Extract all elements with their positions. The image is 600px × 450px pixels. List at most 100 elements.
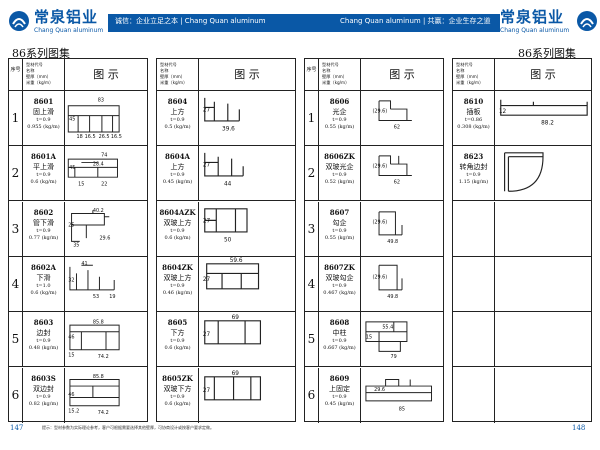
header-info-line: 型材代号 (322, 62, 339, 67)
profile-code: 8602 (33, 207, 54, 217)
unit-weight: 0.48 (kg/m) (28, 345, 59, 352)
profile-name: 双边封 (33, 384, 54, 393)
dimension-label: 16.5 (85, 134, 96, 140)
row-seq: 6 (9, 367, 23, 423)
profile-drawing: (29.6)62 (361, 91, 443, 145)
dimension-label: 35 (73, 242, 79, 248)
header-info-line: 型材代号 (26, 62, 43, 67)
profile-section-drawing: (29.6)49.8 (372, 264, 403, 300)
profile-info (453, 367, 495, 423)
profile-info (453, 201, 495, 256)
dimension-label: (29.6) (372, 108, 387, 114)
dimension-label: 39.6 (222, 127, 235, 133)
unit-weight: 0.46 (kg/m) (162, 289, 193, 296)
profile-code: 8603S (31, 373, 56, 383)
header-info: 型材代号名称壁厚（mm）米重（kg/m） (319, 59, 361, 91)
profile-code: 8623 (463, 152, 484, 162)
unit-weight: 0.55 (kg/m) (324, 234, 355, 241)
dimension-label: 15 (68, 352, 74, 358)
table-row (453, 312, 591, 368)
page-number-left: 147 (10, 424, 24, 432)
dimension-label: 12 (499, 109, 507, 115)
unit-weight: 0.82 (kg/m) (28, 400, 59, 407)
header-figure: 图 示 (93, 68, 119, 81)
dimension-label: 19 (109, 294, 115, 300)
company-logo-right: 常泉铝业 Chang Quan aluminum (500, 6, 597, 34)
header-info-line: 名称 (322, 68, 331, 73)
dimension-label: (29.6) (372, 219, 387, 225)
wall-thickness: t=0.9 (332, 117, 347, 123)
dimension-label: 28.4 (93, 162, 104, 168)
unit-weight: 0.55 (kg/m) (324, 124, 355, 130)
logo-text-en: Chang Quan aluminum (34, 27, 104, 34)
profile-name: 下方 (170, 329, 185, 338)
unit-weight: 0.52 (kg/m) (324, 179, 355, 186)
header-info-line: 名称 (160, 68, 169, 73)
dimension-label: 74 (101, 153, 107, 159)
profile-name: 双玻下方 (163, 384, 192, 393)
dimension-label: 85.8 (93, 373, 104, 379)
profile-section-drawing (495, 368, 591, 423)
dimension-label: 49.8 (387, 239, 398, 245)
wall-thickness: t=0.9 (332, 393, 347, 400)
profile-code: 8610 (463, 97, 484, 106)
page-number-right: 148 (572, 424, 586, 432)
header-seq: 序号 (9, 59, 23, 91)
company-logo-left: 常泉铝业 Chang Quan aluminum (8, 6, 103, 34)
wall-thickness: t=0.9 (36, 172, 51, 179)
dimension-label: 27 (203, 388, 211, 394)
wall-thickness: t=0.9 (466, 172, 481, 179)
dimension-label: 83 (98, 98, 104, 104)
dimension-label: 85 (399, 406, 405, 412)
header-info: 型材代号名称壁厚（mm）米重（kg/m） (23, 59, 65, 91)
wall-thickness: t=0.9 (170, 117, 185, 123)
profile-drawing: (29.6)62 (361, 146, 443, 200)
profile-section-drawing (495, 312, 591, 367)
dimension-label: 32 (68, 278, 74, 284)
profile-drawing (495, 368, 591, 423)
dimension-label: 29.6 (374, 386, 385, 392)
unit-weight: 0.6 (kg/m) (30, 289, 57, 296)
profile-code: 8609 (329, 373, 350, 383)
dimension-label: 79 (391, 354, 397, 360)
section-title-left: 86系列图集 (12, 47, 70, 60)
dimension-label: 46 (68, 391, 74, 397)
profile-code: 8601 (33, 97, 54, 106)
row-seq: 2 (305, 146, 319, 201)
header-figure: 图 示 (234, 68, 260, 81)
row-seq: 3 (9, 201, 23, 256)
header-info-line: 壁厚（mm） (26, 74, 51, 79)
profile-code: 8604 (167, 97, 188, 106)
unit-weight: 0.6 (kg/m) (164, 234, 191, 241)
profile-name: 双玻上方 (163, 218, 192, 227)
profile-name: 插板 (466, 108, 481, 116)
unit-weight: 1.15 (kg/m) (458, 179, 489, 186)
profile-code: 8604AZK (159, 207, 196, 217)
wall-thickness: t=0.9 (36, 338, 51, 345)
dimension-label: 46 (68, 334, 74, 340)
wall-thickness: t=0.9 (332, 172, 347, 179)
